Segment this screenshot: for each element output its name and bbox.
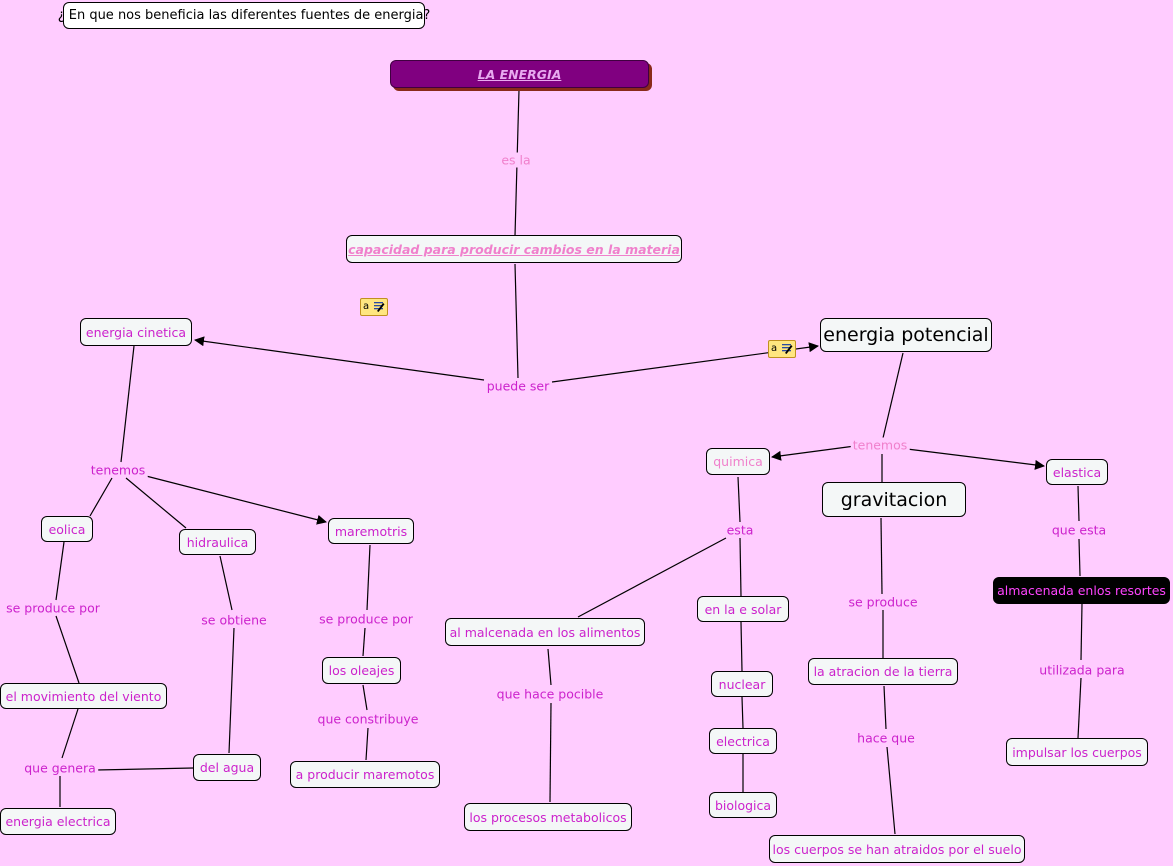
node-elastica[interactable]: elastica [1046, 459, 1108, 485]
annotation-note-icon[interactable]: a [360, 298, 388, 316]
node-energia-potencial[interactable]: energia potencial [820, 318, 992, 352]
node-cuerpos-atraidos[interactable]: los cuerpos se han atraidos por el suelo [769, 835, 1025, 863]
node-maremotris[interactable]: maremotris [328, 518, 414, 544]
node-biologica[interactable]: biologica [709, 792, 777, 818]
node-del-agua[interactable]: del agua [193, 754, 261, 781]
link-label-que-esta: que esta [1049, 522, 1109, 538]
link-label-esta: esta [724, 522, 756, 538]
focus-question[interactable]: ¿ En que nos beneficia las diferentes fu… [58, 2, 430, 29]
node-la-energia[interactable]: LA ENERGIA [390, 60, 649, 88]
link-label-tenemos-potencial: tenemos [850, 437, 910, 453]
node-movimiento-viento[interactable]: el movimiento del viento [0, 683, 167, 709]
node-producir-maremotos[interactable]: a producir maremotos [290, 761, 440, 788]
note-icon-letter: a [771, 343, 778, 354]
node-eolica[interactable]: eolica [41, 516, 93, 542]
node-gravitacion[interactable]: gravitacion [822, 482, 966, 517]
link-label-que-genera: que genera [22, 760, 98, 776]
link-label-se-produce-por-mare: se produce por [317, 611, 415, 627]
node-electrica[interactable]: electrica [709, 728, 777, 754]
node-energia-electrica[interactable]: energia electrica [0, 808, 116, 835]
note-icon-letter: a [363, 301, 370, 312]
node-procesos-metabolicos[interactable]: los procesos metabolicos [464, 803, 632, 831]
node-nuclear[interactable]: nuclear [711, 671, 773, 697]
node-impulsar-cuerpos[interactable]: impulsar los cuerpos [1006, 738, 1148, 766]
link-label-se-produce: se produce [846, 594, 920, 610]
link-label-utilizada-para: utilizada para [1037, 662, 1127, 678]
node-solar[interactable]: en la e solar [697, 596, 789, 622]
link-label-es-la: es la [499, 152, 533, 168]
pencil-icon [374, 302, 385, 312]
link-label-se-produce-por-eolica: se produce por [4, 600, 102, 616]
node-hidraulica[interactable]: hidraulica [179, 529, 256, 555]
node-los-oleajes[interactable]: los oleajes [322, 657, 401, 684]
link-label-puede-ser: puede ser [484, 378, 552, 394]
node-energia-cinetica[interactable]: energia cinetica [80, 318, 192, 346]
link-label-que-constribuye: que constribuye [315, 711, 421, 727]
node-alimentos[interactable]: al malcenada en los alimentos [445, 618, 645, 646]
node-almacenada-resortes[interactable]: almacenada enlos resortes [993, 577, 1170, 604]
link-label-que-hace-pocible: que hace pocible [494, 686, 606, 702]
node-capacidad[interactable]: capacidad para producir cambios en la ma… [346, 235, 682, 263]
node-atracion-tierra[interactable]: la atracion de la tierra [808, 658, 958, 685]
link-label-tenemos-cinetica: tenemos [88, 462, 148, 478]
node-quimica[interactable]: quimica [706, 448, 770, 475]
annotation-note-icon[interactable]: a [768, 340, 796, 358]
pencil-icon [782, 344, 793, 354]
link-label-se-obtiene: se obtiene [199, 612, 269, 628]
link-label-hace-que: hace que [855, 730, 917, 746]
